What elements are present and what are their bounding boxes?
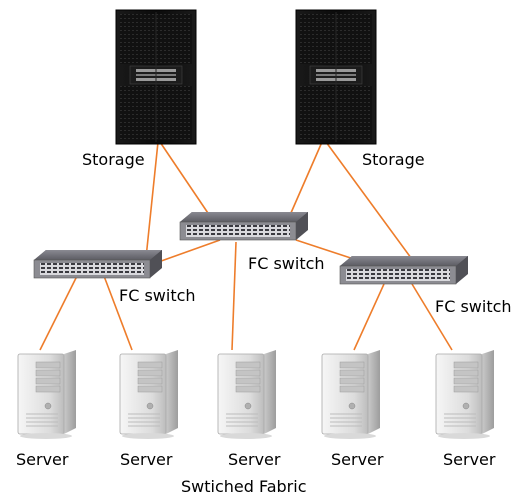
- server-tower-icon: [321, 349, 381, 440]
- server-tower-icon: [17, 349, 77, 440]
- fabric-links: [39, 141, 453, 351]
- storage-rack-icon: [115, 9, 197, 145]
- server-label-4: Server: [331, 450, 384, 469]
- storage-label-right: Storage: [362, 150, 425, 169]
- link-switch-left-to-server-1: [39, 273, 79, 351]
- link-storage-left-to-switch-center: [159, 141, 215, 223]
- fc-switch-icon: [339, 255, 469, 285]
- storage-label-left: Storage: [82, 150, 145, 169]
- link-switch-right-to-server-4: [353, 283, 385, 351]
- server-label-3: Server: [228, 450, 281, 469]
- server-label-1: Server: [16, 450, 69, 469]
- link-switch-left-to-server-2: [103, 275, 133, 351]
- link-storage-right-to-switch-center: [286, 141, 323, 223]
- server-label-5: Server: [443, 450, 496, 469]
- link-storage-right-to-switch-right: [325, 141, 415, 263]
- link-switch-right-to-server-5: [411, 283, 453, 351]
- server-tower-icon: [217, 349, 277, 440]
- server-tower-icon: [435, 349, 495, 440]
- fc-switch-icon: [179, 211, 309, 241]
- switch-label-center: FC switch: [248, 254, 325, 273]
- link-storage-left-to-switch-left: [145, 141, 159, 259]
- server-tower-icon: [119, 349, 179, 440]
- fc-switch-icon: [33, 249, 163, 279]
- switch-label-right: FC switch: [435, 297, 512, 316]
- diagram-caption: Swtiched Fabric: [181, 477, 307, 496]
- switch-label-left: FC switch: [119, 286, 196, 305]
- storage-rack-icon: [295, 9, 377, 145]
- link-switch-center-to-server-3: [231, 241, 237, 351]
- server-label-2: Server: [120, 450, 173, 469]
